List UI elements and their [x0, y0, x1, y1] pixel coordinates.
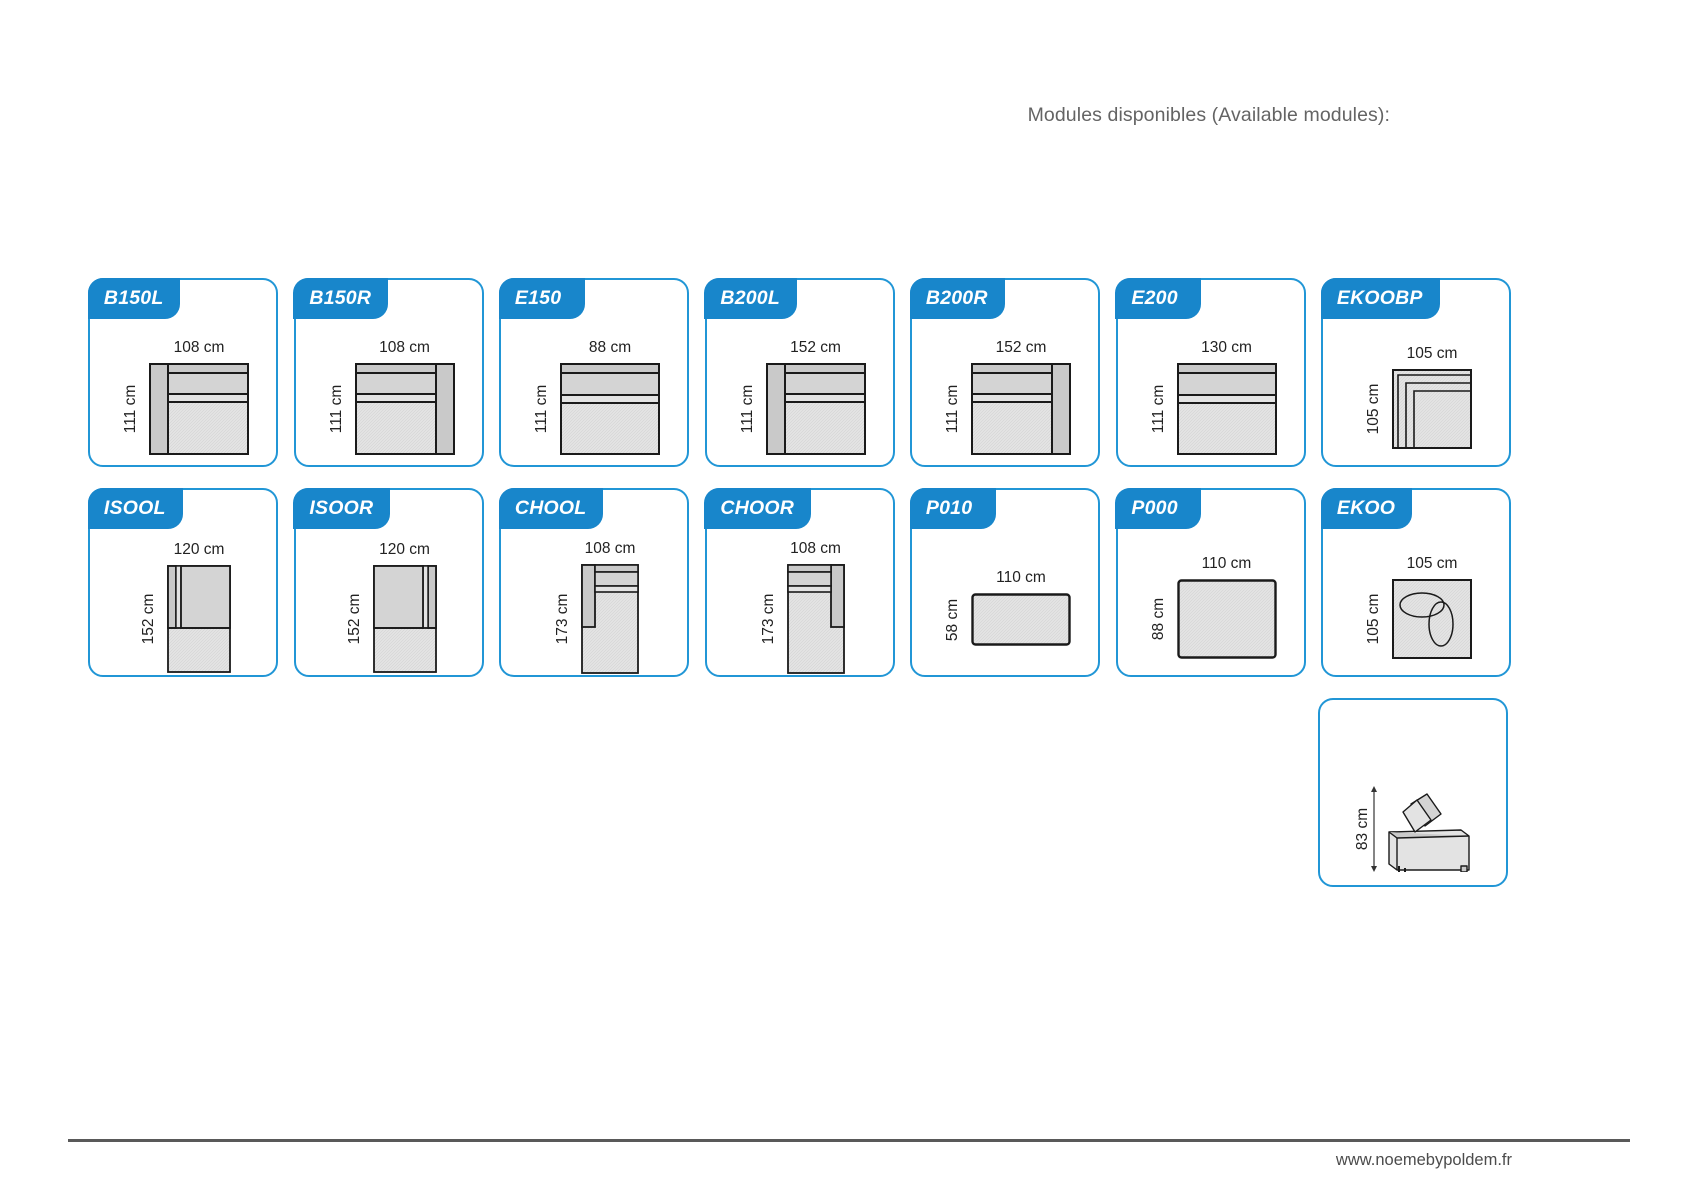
module-card-p000[interactable]: P000 110 cm 88 cm [1115, 487, 1306, 677]
footer-divider [68, 1139, 1630, 1142]
module-width-label: 88 cm [588, 339, 632, 356]
module-code-tab: EKOOBP [1320, 277, 1440, 319]
module-shape-icon [1392, 579, 1472, 659]
module-card-chool[interactable]: CHOOL 108 cm 173 cm [498, 487, 689, 677]
module-code-tab: CHOOR [704, 487, 811, 529]
module-width-label: 105 cm [1406, 345, 1458, 362]
module-card-isool[interactable]: ISOOL 120 cm 152 cm [87, 487, 278, 677]
module-shape-icon [149, 363, 249, 455]
module-card-e150[interactable]: E150 88 cm 111 cm [498, 277, 689, 467]
module-card-choor[interactable]: CHOOR 108 cm 173 cm [704, 487, 895, 677]
module-width-label: 120 cm [173, 541, 225, 558]
module-height-label: 173 cm [554, 593, 571, 645]
module-code-tab: B200L [704, 277, 797, 319]
module-shape-icon [1176, 363, 1277, 455]
module-shape-icon [167, 565, 231, 673]
module-card-ekoobp[interactable]: EKOOBP 105 cm 105 cm [1320, 277, 1511, 467]
module-height-label: 111 cm [122, 384, 139, 434]
module-width-label: 108 cm [790, 540, 841, 557]
module-diagram: 152 cm 111 cm [912, 321, 1098, 465]
module-diagram: 130 cm 111 cm [1118, 321, 1304, 465]
module-width-label: 152 cm [790, 339, 841, 356]
module-diagram: 108 cm 173 cm [501, 531, 687, 675]
page-title: Modules disponibles (Available modules): [1027, 104, 1390, 126]
module-card-height-reference[interactable]: 83 cm [1318, 698, 1508, 887]
module-diagram: 108 cm 111 cm [296, 321, 482, 465]
module-card-e200[interactable]: E200 130 cm 111 cm [1115, 277, 1306, 467]
module-shape-icon [765, 363, 866, 455]
module-height-label: 111 cm [1149, 384, 1167, 434]
module-shape-icon [1176, 579, 1277, 659]
module-shape-icon [1392, 369, 1472, 449]
module-width-label: 130 cm [1201, 339, 1252, 356]
module-width-label: 110 cm [1201, 555, 1252, 572]
module-card-b200l[interactable]: B200L 152 cm 111 cm [704, 277, 895, 467]
module-diagram: 83 cm [1320, 741, 1506, 885]
module-shape-icon [372, 565, 437, 673]
module-code-tab: E200 [1115, 277, 1202, 319]
module-shape-icon [581, 564, 639, 674]
module-diagram: 105 cm 105 cm [1323, 531, 1509, 675]
module-height-label: 152 cm [345, 593, 363, 645]
module-width-label: 108 cm [379, 339, 430, 356]
module-width-label: 108 cm [584, 540, 636, 557]
module-shape-icon [971, 593, 1071, 646]
height-dimension-arrow [1369, 786, 1379, 877]
module-code-tab: P000 [1115, 487, 1202, 529]
module-height-label: 58 cm [944, 598, 961, 641]
module-card-ekoo[interactable]: EKOO 105 cm 105 cm [1320, 487, 1511, 677]
module-diagram: 110 cm 58 cm [912, 531, 1098, 675]
module-width-label: 108 cm [173, 339, 225, 356]
module-height-label: 105 cm [1365, 383, 1382, 435]
module-height-label: 111 cm [327, 384, 345, 434]
module-diagram: 120 cm 152 cm [90, 531, 276, 675]
module-code-tab: P010 [909, 487, 996, 529]
module-code-tab: B150R [293, 277, 389, 319]
module-diagram: 108 cm 111 cm [90, 321, 276, 465]
module-card-b200r[interactable]: B200R 152 cm 111 cm [909, 277, 1100, 467]
module-card-p010[interactable]: P010 110 cm 58 cm [909, 487, 1100, 677]
module-height-label: 111 cm [533, 384, 550, 434]
module-shape-icon [786, 564, 845, 674]
module-code-tab: ISOOL [87, 487, 183, 529]
module-shape-icon [354, 363, 455, 455]
module-code-tab: EKOO [1320, 487, 1413, 529]
module-card-b150l[interactable]: B150L 108 cm 111 cm [87, 277, 278, 467]
module-shape-icon [971, 363, 1071, 455]
module-height-label: 105 cm [1365, 593, 1382, 645]
module-height-label: 152 cm [140, 593, 157, 645]
module-shape-icon [560, 363, 660, 455]
module-code-tab: B200R [909, 277, 1005, 319]
module-height-label: 173 cm [759, 593, 777, 645]
module-diagram: 110 cm 88 cm [1118, 531, 1304, 675]
module-shape-icon [1381, 786, 1477, 872]
module-width-label: 120 cm [379, 541, 430, 558]
module-diagram: 120 cm 152 cm [296, 531, 482, 675]
module-width-label: 152 cm [995, 339, 1047, 356]
module-height-label: 88 cm [1149, 597, 1167, 641]
footer-website-url: www.noemebypoldem.fr [1335, 1151, 1512, 1169]
module-diagram: 152 cm 111 cm [707, 321, 893, 465]
module-diagram: 108 cm 173 cm [707, 531, 893, 675]
module-height-label: 111 cm [738, 384, 756, 434]
module-code-tab: ISOOR [293, 487, 391, 529]
module-card-b150r[interactable]: B150R 108 cm 111 cm [293, 277, 484, 467]
module-row: 83 cm [88, 698, 1508, 887]
module-code-tab: CHOOL [498, 487, 604, 529]
module-code-tab: E150 [498, 277, 585, 319]
module-card-isoor[interactable]: ISOOR 120 cm 152 cm [293, 487, 484, 677]
module-diagram: 105 cm 105 cm [1323, 321, 1509, 465]
module-width-label: 105 cm [1406, 555, 1458, 572]
module-diagram: 88 cm 111 cm [501, 321, 687, 465]
module-code-tab: B150L [87, 277, 181, 319]
module-height-label: 111 cm [944, 384, 961, 434]
module-width-label: 110 cm [996, 569, 1046, 586]
